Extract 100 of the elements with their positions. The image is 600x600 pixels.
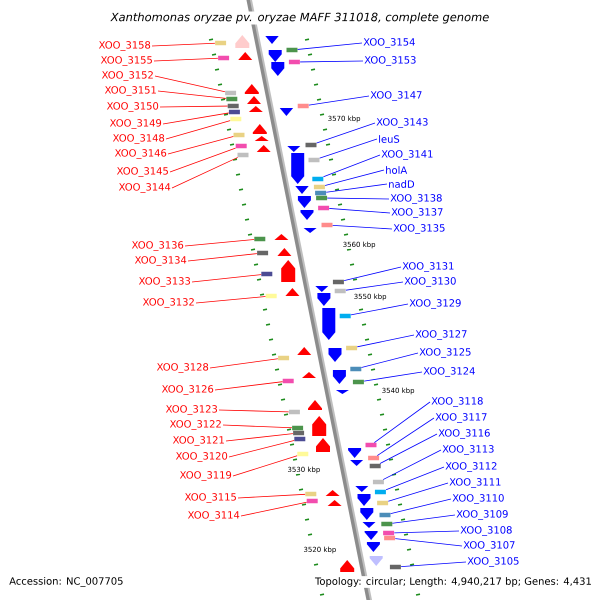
gene-box <box>352 380 364 384</box>
leader-line <box>332 224 392 230</box>
leader-line <box>394 538 462 546</box>
gene-box <box>228 110 240 114</box>
gene-label: XOO_3129 <box>410 299 461 309</box>
gene-box <box>218 56 230 60</box>
gene-label: XOO_3113 <box>442 445 494 455</box>
gene-label: XOO_3116 <box>438 429 490 439</box>
leader-line <box>152 42 216 46</box>
gene-label: XOO_3123 <box>166 405 217 415</box>
gene-box <box>298 104 309 108</box>
gene-label: XOO_3117 <box>436 413 487 423</box>
title: Xanthomonas oryzae pv. oryzae MAFF 311018, complete genome <box>110 11 490 25</box>
leader-line <box>390 498 452 514</box>
gene-box <box>366 442 376 448</box>
gene-box <box>234 132 244 138</box>
gene-box <box>305 492 316 496</box>
gene-label: XOO_3136 <box>132 241 184 251</box>
gene-label: XOO_3131 <box>402 262 454 272</box>
leader-line <box>361 352 418 368</box>
gene-box <box>318 206 330 210</box>
leader-line <box>232 455 298 476</box>
gene-label: XOO_3147 <box>370 91 422 101</box>
leader-line <box>382 450 442 480</box>
gene-label: XOO_3115 <box>184 493 236 503</box>
accession-text: Accession: NC_007705 <box>8 576 124 588</box>
gene-label: XOO_3154 <box>364 38 415 48</box>
gene-label: XOO_3107 <box>464 541 515 551</box>
gene-box <box>370 464 381 468</box>
leader-line <box>162 112 230 124</box>
gene-box <box>332 280 344 284</box>
gene-box <box>380 512 390 518</box>
leader-line <box>316 122 376 144</box>
leader-line <box>374 402 430 443</box>
leader-line <box>386 466 444 490</box>
genome-info-text: Topology: circular; Length: 4,940,217 bp; Genes: 4,431 <box>314 576 593 588</box>
gene-label: XOO_3145 <box>116 167 168 177</box>
gene-box <box>372 480 384 484</box>
gene-box <box>374 490 386 494</box>
leader-line <box>323 154 380 178</box>
gene-box <box>384 536 396 540</box>
gene-box <box>350 366 362 372</box>
leader-line <box>346 282 404 291</box>
leader-line <box>376 418 434 456</box>
leader-line <box>192 274 262 282</box>
gene-box <box>334 288 346 294</box>
leader-line <box>364 372 422 382</box>
leader-line <box>196 296 266 304</box>
gene-box <box>266 294 277 298</box>
leader-line <box>319 138 378 158</box>
gene-label: XOO_3114 <box>188 511 240 521</box>
gene-label: XOO_3105 <box>468 557 519 567</box>
gene-label: holA <box>386 166 408 174</box>
gene-box <box>257 250 268 256</box>
gene-box <box>306 142 316 148</box>
gene-label: XOO_3155 <box>100 56 152 66</box>
gene-box <box>254 236 266 242</box>
gene-box <box>297 452 308 456</box>
gene-label: XOO_3112 <box>446 462 496 472</box>
leader-line <box>226 433 294 442</box>
leader-line <box>154 58 218 62</box>
leader-line <box>158 90 226 99</box>
gene-box <box>282 378 294 384</box>
gene-box <box>381 522 392 526</box>
leader-line <box>166 120 230 140</box>
gene-label: XOO_3128 <box>156 363 208 373</box>
leader-line <box>222 424 292 428</box>
gene-label: nadD <box>389 180 414 188</box>
leader-line <box>214 381 283 390</box>
gene-label: XOO_3132 <box>142 298 194 308</box>
gene-label: XOO_3125 <box>420 348 471 358</box>
leader-line <box>160 106 228 108</box>
leader-line <box>240 502 307 516</box>
gene-label: XOO_3138 <box>390 194 442 204</box>
gene-label: XOO_3144 <box>118 183 170 193</box>
gene-box <box>316 196 328 200</box>
gene-label: XOO_3110 <box>452 494 504 504</box>
gene-box <box>308 158 320 162</box>
gene-box <box>236 144 247 148</box>
gene-box <box>261 272 272 276</box>
gene-box <box>226 96 238 102</box>
leader-line <box>154 76 226 92</box>
gene-box <box>383 530 394 536</box>
gene-box <box>306 498 318 504</box>
gene-box <box>230 116 242 122</box>
gene-box <box>225 90 236 96</box>
leader-line <box>218 410 290 412</box>
leader-line <box>228 440 294 458</box>
gene-box <box>368 456 380 460</box>
leader-line <box>184 239 254 246</box>
leader-line <box>350 304 408 316</box>
gene-box <box>340 314 351 318</box>
gene-label: XOO_3124 <box>424 367 475 377</box>
gene-box <box>288 410 300 414</box>
gene-box <box>288 60 300 64</box>
leader-line <box>210 358 278 368</box>
gene-box <box>294 436 306 442</box>
leader-line <box>394 530 460 534</box>
leader-line <box>380 434 438 464</box>
leader-line <box>238 494 306 498</box>
